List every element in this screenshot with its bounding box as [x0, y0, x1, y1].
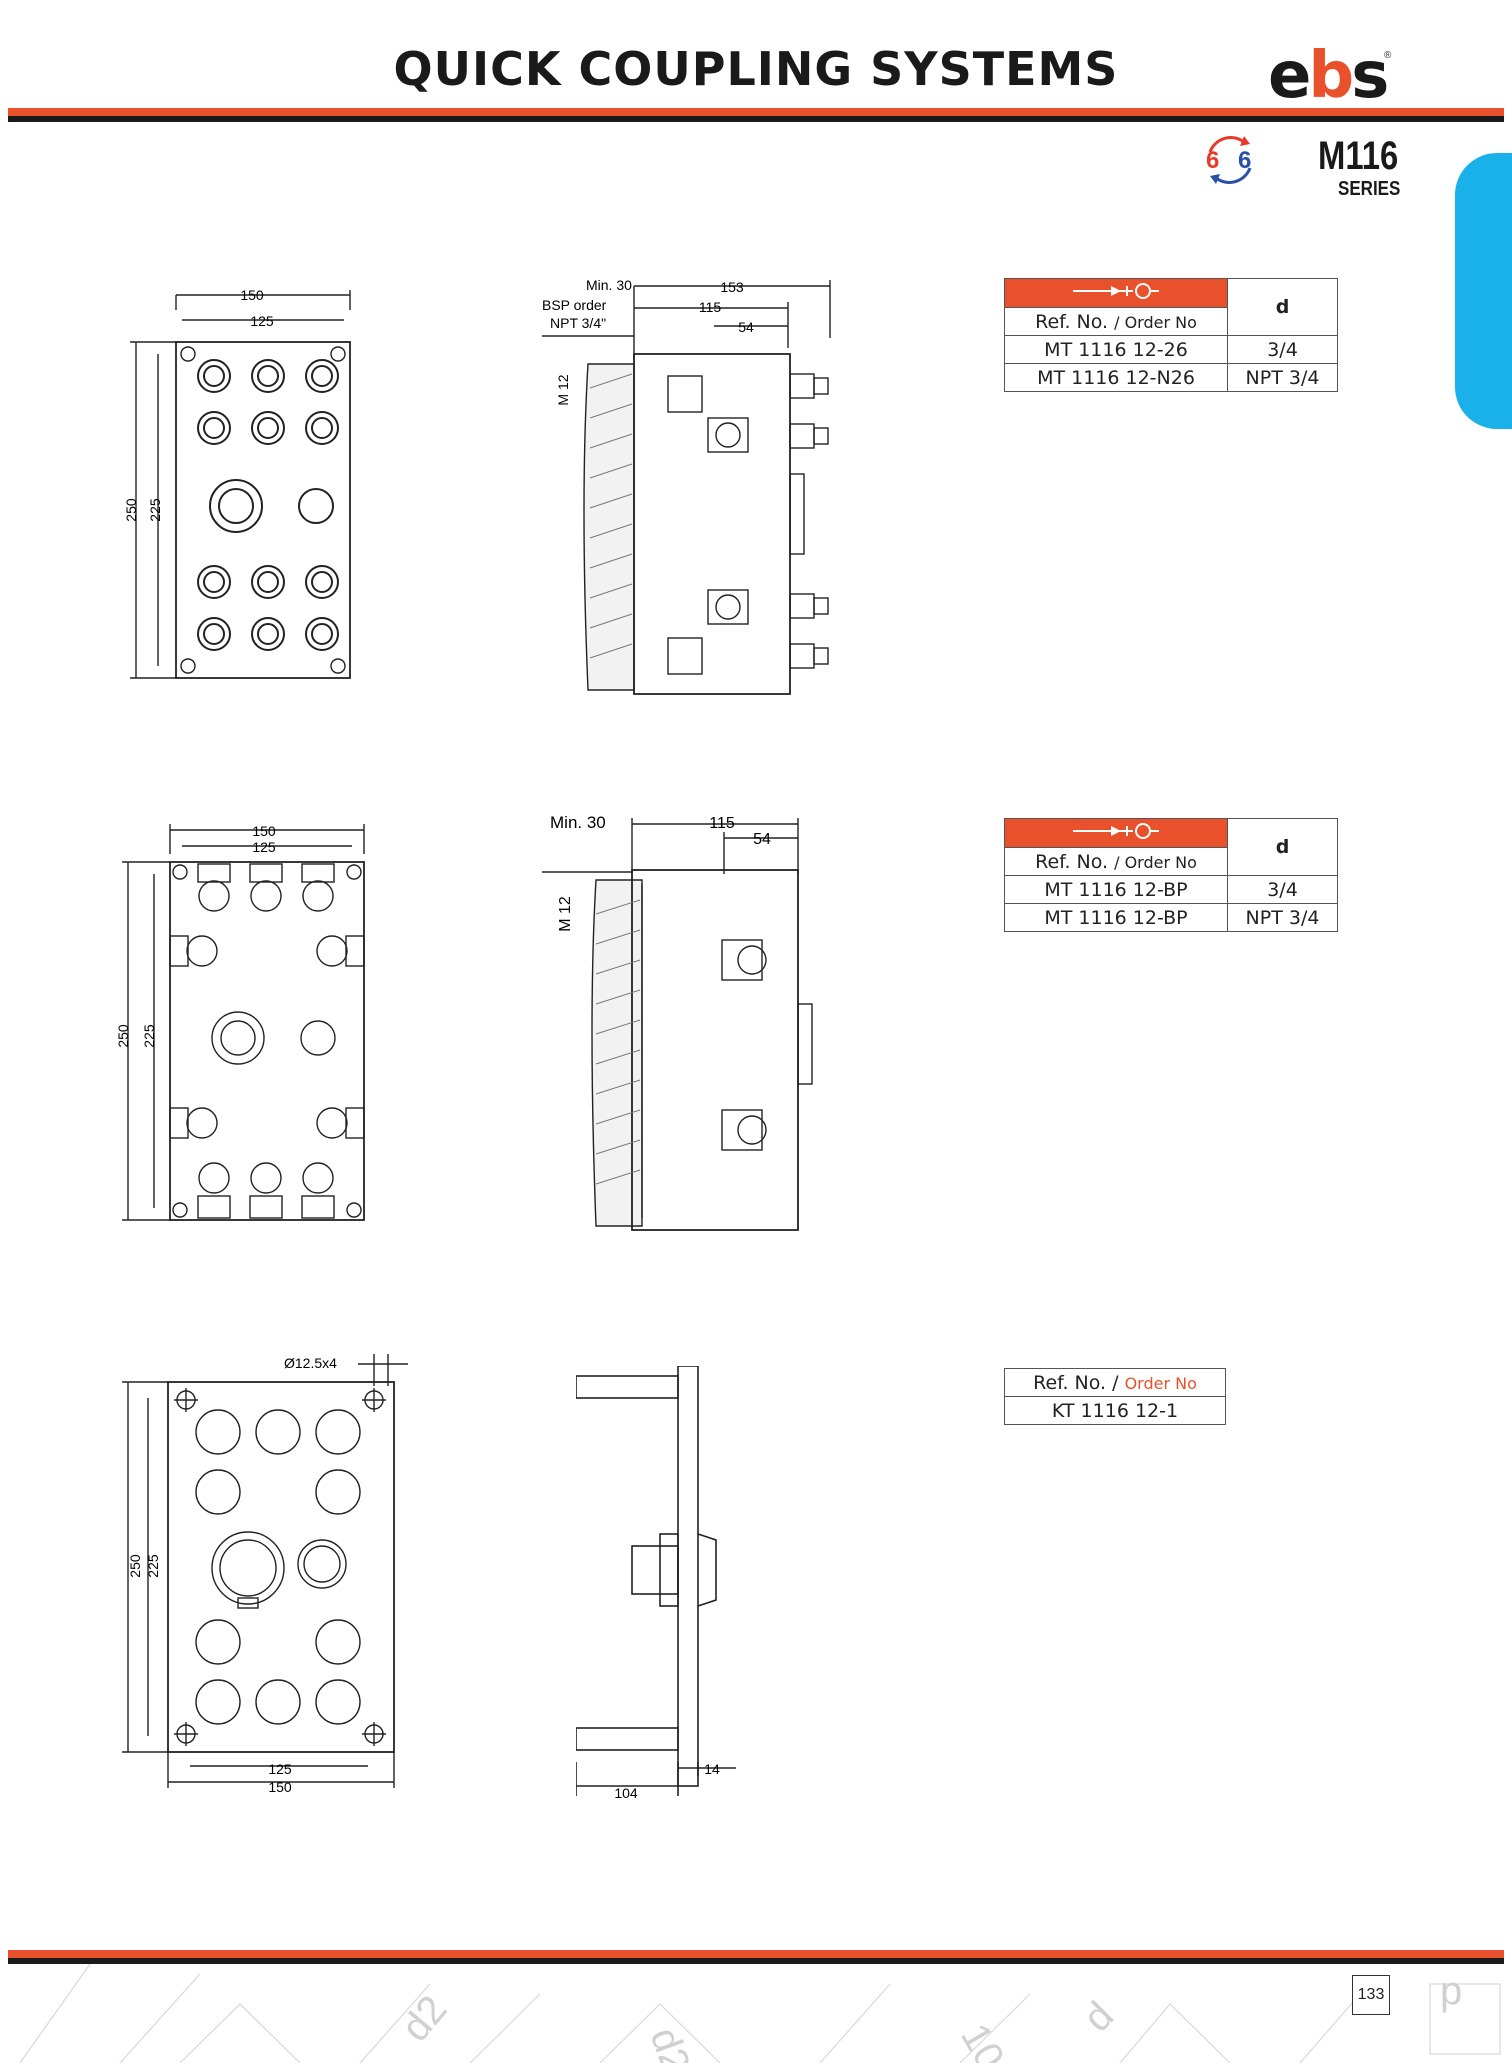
series-label: SERIES: [1338, 178, 1401, 200]
dim-width-inner: 125: [252, 839, 276, 855]
section-tab[interactable]: [1455, 153, 1512, 429]
dim-115: 115: [709, 815, 735, 832]
dim-height-inner: 225: [145, 1554, 161, 1578]
dim-width-inner: 125: [268, 1761, 292, 1777]
dim-height-outer: 250: [123, 498, 139, 522]
dim-min: Min. 30: [550, 814, 606, 832]
front-view-drawing-3: Ø12.5x4 125 150 250 225: [122, 1354, 408, 1795]
order-table-2: d Ref. No. / Order No MT 1116 12-BP 3/4 …: [1004, 818, 1338, 932]
ref-cell: MT 1116 12-N26: [1004, 363, 1228, 392]
side-view-drawing-1: Min. 30 BSP order NPT 3/4" 153 115 54 M …: [542, 278, 831, 695]
dim-104: 104: [614, 1785, 638, 1801]
registered-mark: ®: [1384, 50, 1392, 61]
dim-height-inner: 225: [141, 1024, 157, 1048]
watermark-text: 10: [952, 2017, 1012, 2063]
table-row: MT 1116 12-N26 NPT 3/4: [1004, 363, 1338, 392]
connection-right-number: 6: [1238, 147, 1251, 174]
dim-min: Min. 30: [586, 278, 632, 293]
dim-115: 115: [699, 299, 722, 315]
dim-height-outer: 250: [118, 1024, 131, 1048]
coupling-icon-cell: [1004, 818, 1228, 848]
ref-cell: KT 1116 12-1: [1004, 1396, 1226, 1425]
dim-height-outer: 250: [127, 1554, 143, 1578]
ref-header: Ref. No. / Order No: [1004, 1368, 1226, 1397]
dim-153: 153: [720, 279, 744, 295]
header-accent-bar: [8, 108, 1504, 116]
dim-m12: M 12: [555, 374, 571, 405]
ref-header: Ref. No. / Order No: [1004, 307, 1228, 336]
coupling-icon-cell: [1004, 278, 1228, 308]
front-view-drawing-1: 150 125 250 225: [123, 287, 351, 679]
watermark-text: d2: [642, 2022, 699, 2063]
ref-header: Ref. No. / Order No: [1004, 847, 1228, 876]
ref-cell: MT 1116 12-26: [1004, 335, 1228, 364]
ebs-logo: ebs: [1268, 39, 1389, 113]
coupling-icon: [1073, 822, 1159, 839]
d-header: d: [1227, 818, 1338, 876]
footer-accent-bar: [8, 1950, 1504, 1958]
page-title: QUICK COUPLING SYSTEMS: [393, 42, 1119, 96]
dim-height-inner: 225: [147, 498, 163, 522]
ref-cell: MT 1116 12-BP: [1004, 903, 1228, 932]
d-cell: NPT 3/4: [1227, 363, 1338, 392]
header-dark-bar: [8, 116, 1504, 122]
watermark-text: d: [1075, 1994, 1122, 2041]
table-row: KT 1116 12-1: [1004, 1396, 1226, 1425]
connection-left-number: 6: [1206, 147, 1219, 174]
npt-label: NPT 3/4": [550, 315, 606, 331]
table-row: MT 1116 12-BP NPT 3/4: [1004, 903, 1338, 932]
dim-width-outer: 150: [252, 823, 276, 839]
ref-cell: MT 1116 12-BP: [1004, 875, 1228, 904]
side-view-drawing-3: 104 14: [576, 1366, 736, 1801]
dim-hole: Ø12.5x4: [284, 1355, 337, 1371]
order-table-1: d Ref. No. / Order No MT 1116 12-26 3/4 …: [1004, 278, 1338, 392]
series-code: M116: [1318, 134, 1399, 178]
side-view-drawing-2: Min. 30 115 54 M 12: [542, 814, 813, 1231]
order-table-3: Ref. No. / Order No KT 1116 12-1: [1004, 1368, 1226, 1425]
table-row: MT 1116 12-BP 3/4: [1004, 875, 1338, 904]
footer-dark-bar: [8, 1958, 1504, 1964]
footer-watermark: d2 d2 10 d p: [19, 1964, 1501, 2063]
dim-width-inner: 125: [250, 313, 274, 329]
watermark-text: d2: [393, 1987, 455, 2049]
dim-m12: M 12: [557, 896, 574, 932]
d-cell: NPT 3/4: [1227, 903, 1338, 932]
d-cell: 3/4: [1227, 875, 1338, 904]
dim-width-outer: 150: [268, 1779, 292, 1795]
bsp-label: BSP order: [542, 297, 607, 313]
watermark-text: p: [1440, 1969, 1462, 2013]
dim-width-outer: 150: [240, 287, 264, 303]
d-cell: 3/4: [1227, 335, 1338, 364]
dim-54: 54: [738, 319, 754, 335]
dim-14: 14: [704, 1761, 720, 1777]
front-view-drawing-2: 150 125 250 225: [118, 823, 365, 1221]
connection-cycle-icon: 6 6: [1206, 136, 1252, 184]
page-number: 133: [1352, 1975, 1390, 2015]
coupling-icon: [1073, 282, 1159, 299]
table-row: MT 1116 12-26 3/4: [1004, 335, 1338, 364]
dim-54: 54: [753, 831, 771, 848]
d-header: d: [1227, 278, 1338, 336]
